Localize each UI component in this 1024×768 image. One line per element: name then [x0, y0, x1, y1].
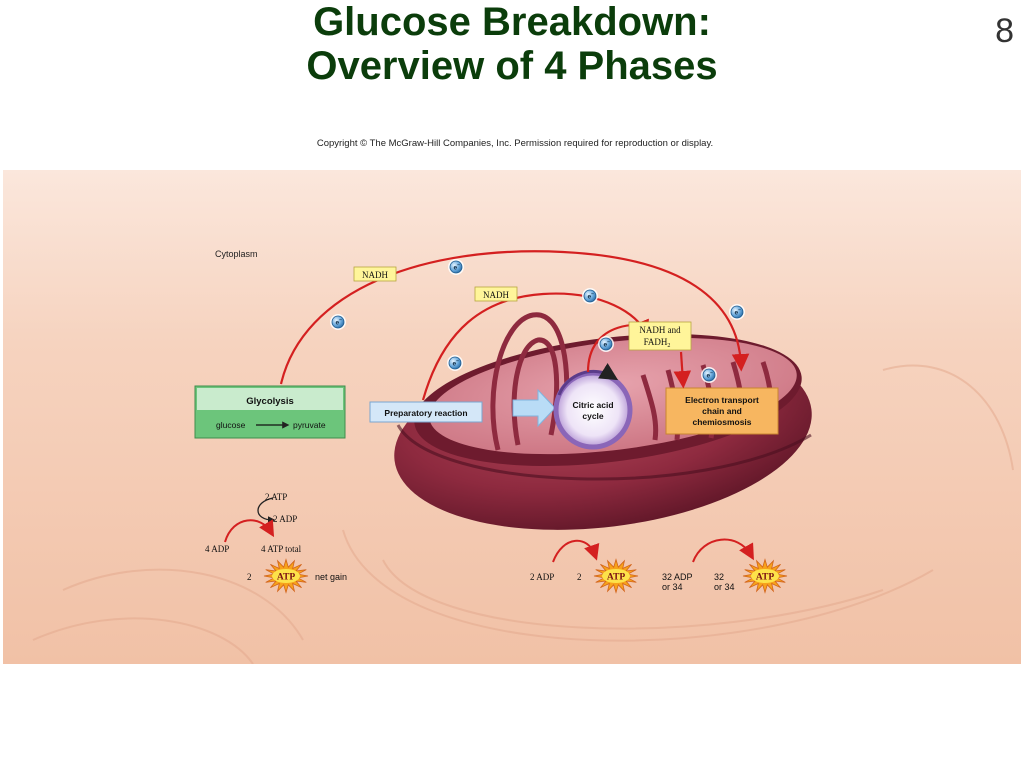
atp-burst-etc: ATP [742, 558, 788, 594]
glycolysis-atp-production: 2 ATP 2 ADP 4 ADP 4 ATP total 2 ATP net … [205, 492, 347, 594]
etc-line-1: Electron transport [685, 395, 759, 405]
svg-text:FADH2: FADH2 [644, 337, 671, 349]
flow-arrow-icon [512, 388, 556, 428]
glycolysis-net-gain: net gain [315, 572, 347, 582]
nadh-label-2: NADH [474, 286, 518, 302]
etc-atp-production: 32 ADP or 34 32 or 34 ATP [662, 538, 788, 594]
svg-text:e−: e− [707, 371, 714, 380]
electron-icon: e− [448, 259, 464, 275]
preparatory-reaction-box: Preparatory reaction [369, 401, 483, 423]
svg-text:NADH: NADH [483, 290, 509, 300]
title-line-2: Overview of 4 Phases [306, 44, 718, 88]
atp-label: ATP [607, 573, 625, 583]
background-swirls [32, 364, 1014, 665]
svg-text:e−: e− [336, 318, 343, 327]
glycolysis-2atp: 2 ATP [265, 492, 287, 502]
svg-text:e−: e− [453, 359, 460, 368]
atp-burst-citric: ATP [593, 558, 639, 594]
etc-line-2: chain and [702, 406, 742, 416]
svg-text:e−: e− [588, 292, 595, 301]
nadh-label-1: NADH [353, 266, 397, 282]
svg-text:e−: e− [454, 263, 461, 272]
electron-icon: e− [447, 355, 463, 371]
atp-label: ATP [756, 573, 774, 583]
cytoplasm-label: Cytoplasm [215, 249, 258, 259]
copyright-notice: Copyright © The McGraw-Hill Companies, I… [316, 138, 714, 149]
glucose-label: glucose [216, 420, 246, 430]
glycolysis-4atp-total: 4 ATP total [261, 544, 302, 554]
svg-text:e−: e− [604, 340, 611, 349]
atp-burst-glycolysis: ATP [263, 558, 309, 594]
etc-adp-line-1: 32 ADP [662, 572, 693, 582]
pyruvate-label: pyruvate [293, 420, 326, 430]
nadh-fadh2-label: NADH and FADH2 [628, 321, 692, 351]
slide-title: Glucose Breakdown: Overview of 4 Phases [200, 0, 824, 88]
glycolysis-4adp: 4 ADP [205, 544, 229, 554]
svg-text:NADH and: NADH and [639, 325, 681, 335]
glycolysis-net-count: 2 [247, 572, 252, 582]
etc-line-3: chemiosmosis [692, 417, 751, 427]
citric-count: 2 [577, 572, 582, 582]
electron-icon: e− [330, 314, 346, 330]
electron-icon: e− [729, 304, 745, 320]
figure-svg: Cytoplasm Glycolysis glucose pyruvate Pr… [3, 170, 1021, 665]
glycolysis-2adp: 2 ADP [273, 514, 297, 524]
glycolysis-box: Glycolysis glucose pyruvate [194, 385, 346, 439]
citric-line-1: Citric acid [572, 400, 613, 410]
slide-number: 8 [995, 12, 1014, 50]
nadh-fadh-arrow-down [673, 351, 692, 389]
svg-text:NADH: NADH [362, 270, 388, 280]
electron-transport-box: Electron transport chain and chemiosmosi… [665, 387, 779, 435]
title-line-1: Glucose Breakdown: [313, 0, 711, 44]
preparatory-label: Preparatory reaction [384, 408, 467, 418]
glycolysis-title: Glycolysis [246, 396, 294, 407]
electrons: e− e− e− e− e− e− e− [330, 259, 745, 383]
etc-count-line-2: or 34 [714, 582, 735, 592]
etc-count-line-1: 32 [714, 572, 724, 582]
electron-icon: e− [598, 336, 614, 352]
svg-text:e−: e− [735, 308, 742, 317]
atp-label: ATP [277, 573, 295, 583]
citric-atp-production: 2 ADP 2 ATP [530, 539, 639, 594]
nadh-arrow-glycolysis [279, 250, 750, 385]
citric-2adp: 2 ADP [530, 572, 554, 582]
electron-icon: e− [701, 367, 717, 383]
electron-icon: e− [582, 288, 598, 304]
citric-line-2: cycle [582, 411, 604, 421]
etc-adp-line-2: or 34 [662, 582, 683, 592]
nadh-arrow-prep [421, 292, 649, 401]
citric-acid-cycle: Citric acid cycle [553, 363, 633, 450]
glucose-breakdown-figure: Cytoplasm Glycolysis glucose pyruvate Pr… [3, 170, 1021, 665]
